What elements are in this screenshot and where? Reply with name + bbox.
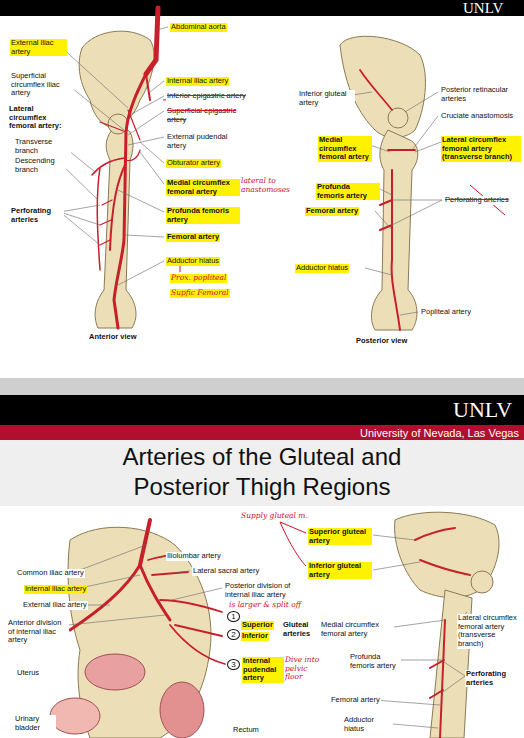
artery-label: Medial circumflex femoral artery (320, 621, 394, 638)
artery-label: Lateral circumflex femoral artery (trans… (457, 614, 521, 649)
artery-label: Posterior view (355, 337, 408, 346)
artery-label: External iliac artery (22, 601, 88, 610)
artery-label: Posterior retinacular arteries (440, 86, 520, 103)
artery-label: Anterior view (88, 333, 138, 342)
artery-label: Profunda femoris artery (349, 653, 401, 670)
artery-label: Profunda femoris artery (316, 183, 380, 200)
artery-label: Descending branch (14, 157, 66, 174)
artery-label: Posterior division of internal iliac art… (224, 582, 318, 599)
header-text: University of Nevada, Las Vegas (300, 426, 520, 440)
header-bar (0, 0, 524, 16)
artery-label: Medial circumflex femoral artery (318, 136, 372, 162)
artery-label: Transverse branch (14, 138, 71, 155)
artery-label: Superficial circumflex iliac artery (10, 72, 74, 98)
artery-label: Perforating arteries (465, 670, 521, 687)
artery-label: Rectum (232, 726, 260, 735)
artery-label: Lateral sacral artery (192, 567, 260, 576)
artery-label: Perforating arteries (10, 207, 64, 224)
artery-label: Adductor hiatus (343, 716, 393, 733)
artery-label: External pudendal artery (166, 133, 238, 150)
artery-label: Superior gluteal artery (308, 528, 372, 545)
artery-label: Uterus (16, 669, 40, 678)
artery-label: Iliolumbar artery (166, 552, 222, 561)
slide-gap (0, 378, 524, 395)
header-bar (0, 395, 524, 425)
artery-label: Internal iliac artery (24, 585, 87, 594)
artery-label: Femoral artery (330, 696, 381, 705)
handwritten-note: lateral to anastomoses (240, 177, 292, 194)
artery-label: Gluteal arteries (282, 621, 324, 638)
artery-label: Inferior gluteal artery (298, 90, 355, 107)
artery-label: Superior (241, 621, 274, 630)
artery-label: Urinary bladder (14, 715, 56, 732)
handwritten-note: Supfic Femoral (170, 289, 230, 298)
artery-label: External iliac artery (10, 39, 67, 56)
artery-label: Femoral artery (305, 207, 359, 216)
artery-label: Inferior epigastric artery (166, 92, 247, 101)
artery-label: Femoral artery (166, 233, 220, 242)
callout-number: 1 (227, 611, 240, 622)
artery-label: Profunda femoris artery (166, 207, 240, 224)
artery-label: Popliteal artery (420, 308, 472, 317)
handwritten-note: Dive into pelvic floor (284, 656, 324, 682)
artery-label: Superficial epigastric artery (166, 107, 238, 124)
callout-number: 2 (227, 629, 240, 640)
handwritten-note: Prox. popliteal (170, 274, 227, 283)
header-text: UNLV (452, 396, 513, 424)
artery-label: Inferior gluteal artery (308, 562, 372, 579)
handwritten-note: is larger & split off (228, 601, 302, 610)
artery-label: Lateral circumflex femoral artery: (8, 105, 72, 131)
artery-label: Anterior division of internal iliac arte… (7, 619, 69, 645)
slide-title: Arteries of the Gluteal and Posterior Th… (92, 442, 432, 502)
artery-label: Obturator artery (166, 159, 221, 168)
artery-label: Internal iliac artery (166, 77, 229, 86)
artery-label: Inferior (241, 632, 269, 641)
artery-label: Perforating arteries (444, 196, 510, 205)
callout-number: 3 (227, 659, 240, 670)
artery-label: Abdominal aorta (170, 23, 227, 32)
header-text: UNLV (462, 0, 504, 16)
artery-label: Lateral circumflex femoral artery (trans… (441, 136, 521, 162)
artery-label: Cruciate anastomosis (440, 112, 514, 121)
artery-label: Adductor hiatus (166, 257, 220, 266)
artery-label: Internal pudendal artery (242, 657, 284, 683)
artery-label: Common iliac artery (16, 569, 85, 578)
handwritten-note: Supply gluteal m. (240, 512, 309, 521)
artery-label: Adductor hiatus (295, 264, 349, 273)
artery-label: Medial circumflex femoral artery (166, 179, 240, 196)
